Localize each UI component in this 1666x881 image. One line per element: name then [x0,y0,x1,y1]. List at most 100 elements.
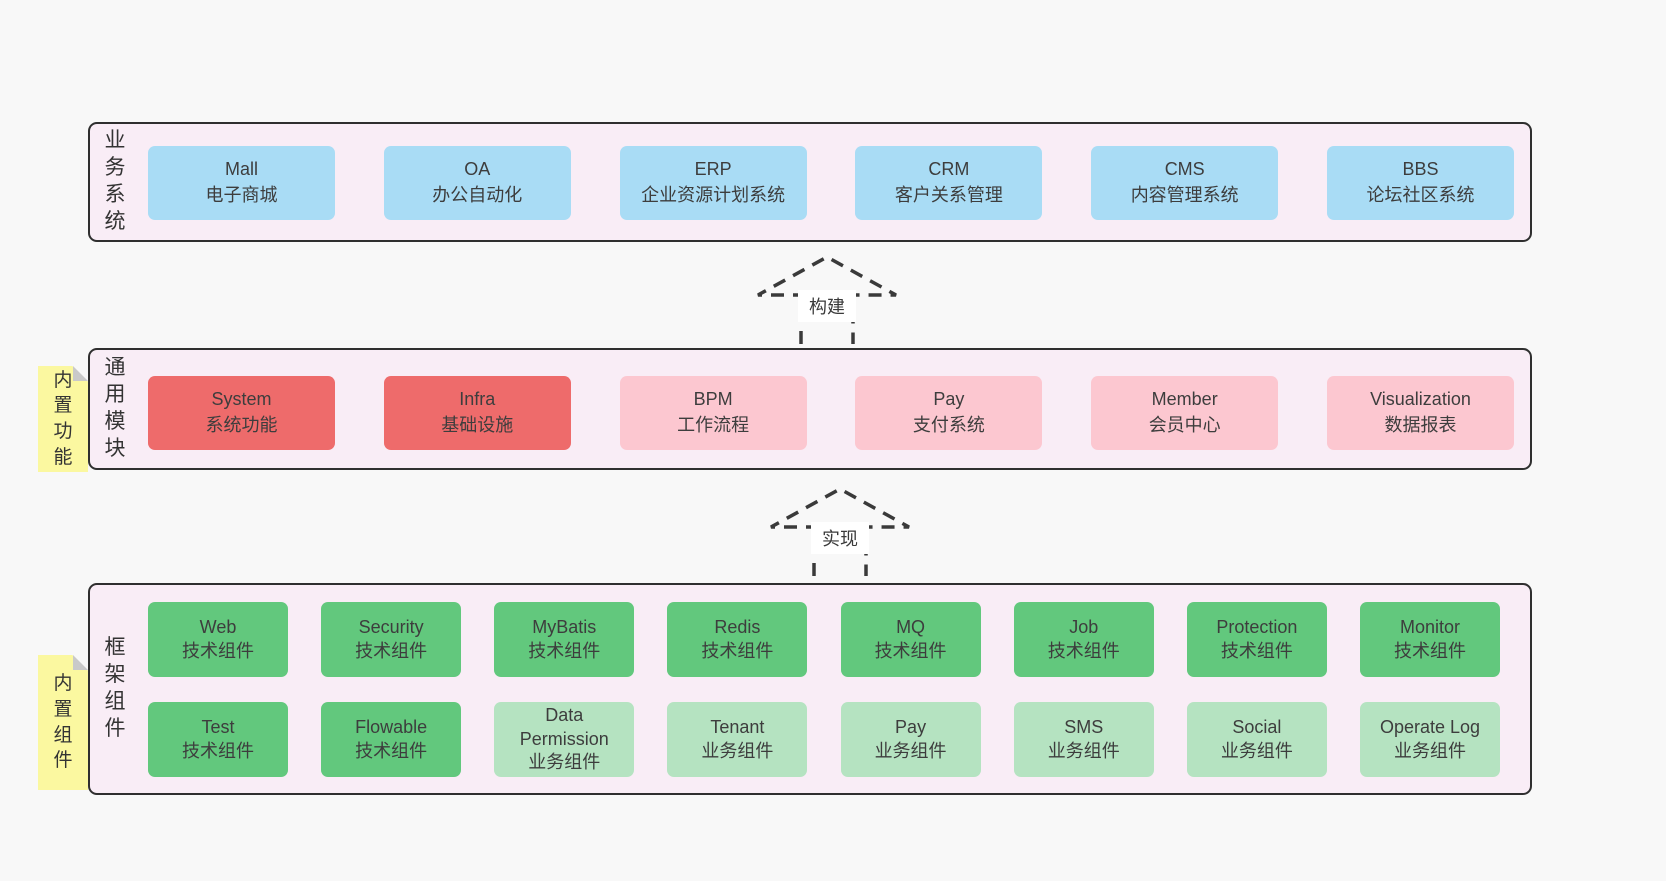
business-systems-row: Mall 电子商城 OA 办公自动化 ERP 企业资源计划系统 CRM 客户关系… [148,146,1514,220]
layer-label-wrap: 业务系统 [98,124,132,240]
node-title: Operate Log [1379,716,1481,737]
layer-label-wrap: 框架组件 [98,585,132,793]
node-mq: MQ 技术组件 [840,602,981,677]
node-mybatis: MyBatis 技术组件 [494,602,635,677]
framework-components-row-1: Web 技术组件 Security 技术组件 MyBatis 技术组件 Redi… [148,602,1500,677]
node-title: Infra [459,389,496,410]
node-data-permission: Data Permission 业务组件 [494,702,635,777]
node-title: Web [199,616,237,637]
layer-business-systems: 业务系统 Mall 电子商城 OA 办公自动化 ERP 企业资源计划系统 CRM… [88,122,1532,242]
node-redis: Redis 技术组件 [667,602,808,677]
node-system: System 系统功能 [148,376,335,450]
node-title: Mall [224,159,258,180]
node-title: Pay [895,716,927,737]
sticky-note-builtin-features: 内置功能 [38,366,88,472]
node-title: Redis [714,616,761,637]
node-subtitle: 企业资源计划系统 [641,185,786,205]
node-title: Visualization [1370,389,1471,410]
node-title: CRM [928,159,970,180]
node-subtitle: 业务组件 [1047,740,1120,761]
layer-common-modules: 通用模块 System 系统功能 Infra 基础设施 BPM 工作流程 Pay… [88,348,1532,470]
layer-label-wrap: 通用模块 [98,350,132,468]
node-subtitle: 业务组件 [1220,740,1293,761]
node-title: Data Permission [519,704,609,749]
node-title: BPM [693,389,733,410]
node-security: Security 技术组件 [321,602,462,677]
arrow-label: 实现 [822,529,858,549]
node-subtitle: 技术组件 [1220,640,1293,661]
node-title: Tenant [710,716,765,737]
node-visualization: Visualization 数据报表 [1326,376,1514,450]
node-subtitle: 技术组件 [355,640,428,661]
node-title: CMS [1164,159,1205,180]
node-subtitle: 技术组件 [874,640,947,661]
node-subtitle: 技术组件 [1047,640,1120,661]
layer-framework-components: 框架组件 Web 技术组件 Security 技术组件 MyBatis 技术组件… [88,583,1532,795]
node-job: Job 技术组件 [1013,602,1154,677]
node-subtitle: 技术组件 [355,740,428,761]
layer-label: 框架组件 [104,636,126,740]
node-oa: OA 办公自动化 [383,146,571,220]
node-crm: CRM 客户关系管理 [855,146,1043,220]
node-subtitle: 业务组件 [701,740,774,761]
common-modules-row: System 系统功能 Infra 基础设施 BPM 工作流程 Pay 支付系统… [148,376,1514,450]
arrow-label-bg [811,522,869,554]
node-social: Social 业务组件 [1186,702,1327,777]
node-cms: CMS 内容管理系统 [1091,146,1279,220]
node-title: Social [1232,716,1282,737]
node-subtitle: 电子商城 [205,185,278,205]
node-title: Member [1151,389,1218,410]
node-subtitle: 技术组件 [528,640,601,661]
node-test: Test 技术组件 [148,702,288,777]
node-subtitle: 基础设施 [441,415,514,435]
node-subtitle: 论坛社区系统 [1366,185,1475,205]
layer-label: 通用模块 [104,356,126,460]
node-subtitle: 数据报表 [1384,415,1457,435]
node-title: Job [1069,616,1099,637]
node-title: OA [464,159,491,180]
node-operate-log: Operate Log 业务组件 [1359,702,1500,777]
node-subtitle: 业务组件 [528,752,601,773]
node-bbs: BBS 论坛社区系统 [1326,146,1514,220]
node-member: Member 会员中心 [1091,376,1279,450]
node-subtitle: 会员中心 [1148,415,1221,435]
node-monitor: Monitor 技术组件 [1359,602,1500,677]
sticky-note-label: 内置组件 [53,673,73,772]
node-subtitle: 技术组件 [182,740,254,761]
node-flowable: Flowable 技术组件 [321,702,462,777]
node-subtitle: 业务组件 [874,740,947,761]
node-title: ERP [694,159,732,180]
node-subtitle: 技术组件 [1393,640,1466,661]
arrow-label: 构建 [809,297,845,317]
node-tenant: Tenant 业务组件 [667,702,808,777]
node-title: MQ [896,616,926,637]
arrow-implement: 实现 [770,487,910,576]
node-title: Monitor [1399,616,1460,637]
node-subtitle: 内容管理系统 [1130,185,1239,205]
node-subtitle: 技术组件 [182,640,254,661]
node-subtitle: 办公自动化 [432,185,523,205]
node-title: MyBatis [532,616,597,637]
framework-components-row-2: Test 技术组件 Flowable 技术组件 Data Permission … [148,702,1500,777]
node-subtitle: 技术组件 [701,640,774,661]
node-erp: ERP 企业资源计划系统 [619,146,807,220]
node-title: Flowable [355,716,428,737]
node-subtitle: 客户关系管理 [894,185,1003,205]
node-title: Pay [933,389,965,410]
node-mall: Mall 电子商城 [148,146,335,220]
layer-label: 业务系统 [104,129,126,233]
node-title: BBS [1402,159,1439,180]
node-infra: Infra 基础设施 [383,376,571,450]
node-bpm: BPM 工作流程 [619,376,807,450]
node-title: Security [358,616,424,637]
node-protection: Protection 技术组件 [1186,602,1327,677]
node-subtitle: 工作流程 [677,415,750,435]
node-web: Web 技术组件 [148,602,288,677]
sticky-note-label: 内置功能 [53,369,73,468]
node-subtitle: 业务组件 [1393,740,1466,761]
sticky-note-builtin-components: 内置组件 [38,655,88,790]
node-subtitle: 系统功能 [205,415,278,435]
node-pay: Pay 支付系统 [855,376,1043,450]
node-title: System [211,389,272,410]
node-title: SMS [1064,716,1104,737]
